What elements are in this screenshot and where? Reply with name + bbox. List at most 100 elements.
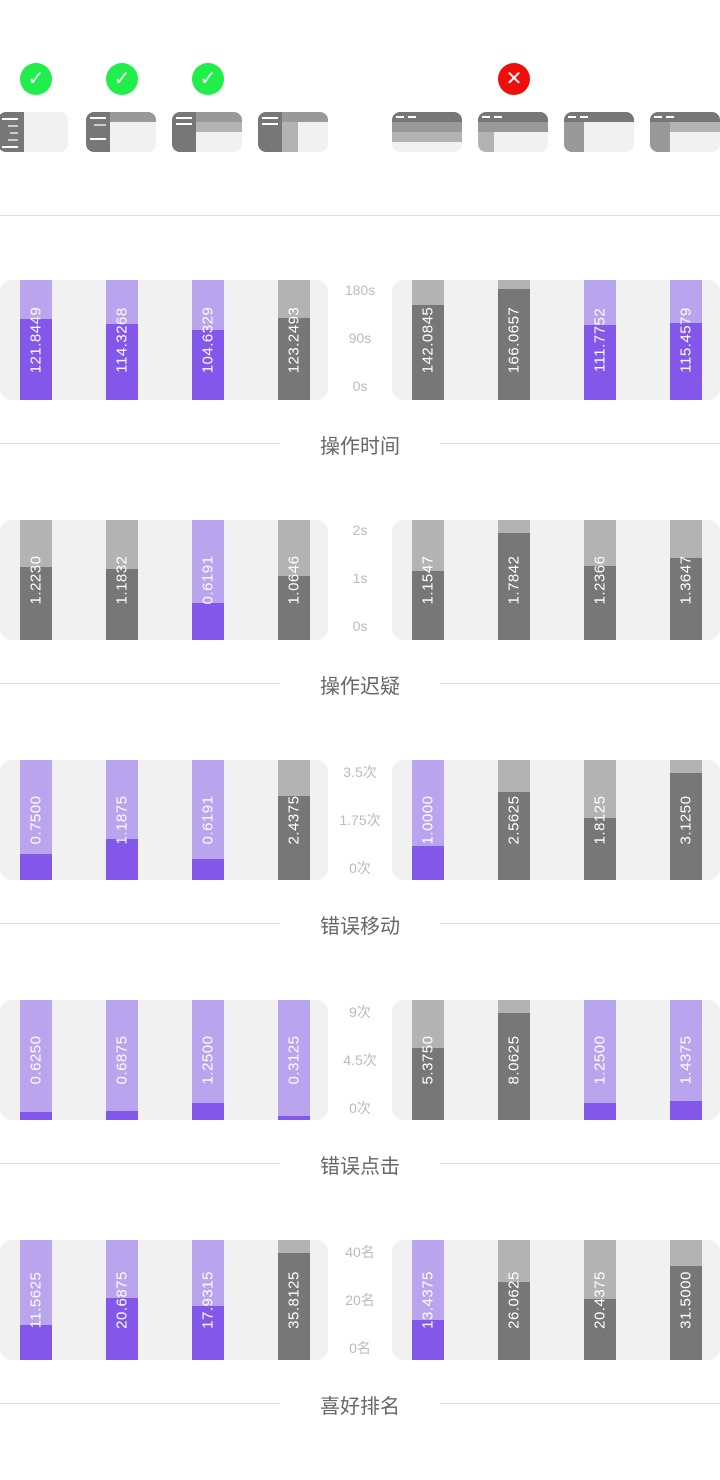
bar-label: 35.8125	[278, 1240, 310, 1360]
bar-value: 0.7500	[27, 795, 45, 845]
check-icon: ✓	[192, 63, 224, 95]
bar-label: 166.0657	[498, 280, 530, 400]
bar-label: 26.0625	[498, 1240, 530, 1360]
bar-label: 1.2230	[20, 520, 52, 640]
bar-fill	[20, 1111, 52, 1120]
bar-value: 114.3268	[113, 307, 131, 373]
bar-label: 1.1875	[106, 760, 138, 880]
bar-value: 166.0657	[505, 306, 523, 374]
chart-panel	[392, 1240, 720, 1360]
divider	[440, 1163, 720, 1164]
bar: 121.8449	[20, 280, 52, 400]
bar: 35.8125	[278, 1240, 310, 1360]
bar: 1.7842	[498, 520, 530, 640]
bar-value: 115.4579	[677, 307, 695, 373]
bar-label: 1.2500	[192, 1000, 224, 1120]
divider	[0, 923, 280, 924]
bar: 1.8125	[584, 760, 616, 880]
bar-label: 1.8125	[584, 760, 616, 880]
bar-label: 0.6191	[192, 520, 224, 640]
bar: 0.3125	[278, 1000, 310, 1120]
bar: 114.3268	[106, 280, 138, 400]
bar-fill	[670, 558, 702, 640]
bar-fill	[412, 570, 444, 640]
bar: 11.5625	[20, 1240, 52, 1360]
chart-panel	[0, 520, 328, 640]
chart-title: 操作迟疑	[320, 676, 400, 698]
bar-fill	[412, 305, 444, 400]
bar-value: 142.0845	[419, 306, 437, 374]
bar-value: 0.6191	[199, 555, 217, 605]
bar: 142.0845	[412, 280, 444, 400]
bar-fill	[412, 845, 444, 880]
divider	[0, 215, 720, 216]
bar: 1.0000	[412, 760, 444, 880]
check-icon: ✓	[20, 63, 52, 95]
bar-label: 1.1547	[412, 520, 444, 640]
bar-fill	[20, 318, 52, 400]
bar-fill	[278, 1252, 310, 1360]
bar-label: 123.2493	[278, 280, 310, 400]
bar-fill	[498, 289, 530, 400]
bar-value: 121.8449	[27, 306, 45, 374]
bar-fill	[670, 1265, 702, 1360]
bar: 1.2500	[584, 1000, 616, 1120]
bar: 1.4375	[670, 1000, 702, 1120]
bar-value: 0.6191	[199, 795, 217, 845]
bar-label: 1.4375	[670, 1000, 702, 1120]
bar: 104.6329	[192, 280, 224, 400]
bar-fill	[584, 1298, 616, 1360]
bar-fill	[278, 1115, 310, 1120]
bar-label: 3.1250	[670, 760, 702, 880]
layout-thumb-4	[258, 112, 328, 152]
bar-label: 0.6191	[192, 760, 224, 880]
chart-panel	[392, 760, 720, 880]
divider	[440, 923, 720, 924]
bar-label: 114.3268	[106, 280, 138, 400]
bar-fill	[584, 1103, 616, 1120]
bar: 2.5625	[498, 760, 530, 880]
layout-thumb-3	[172, 112, 242, 152]
bar-value: 1.4375	[677, 1035, 695, 1085]
divider	[440, 1403, 720, 1404]
bar-label: 115.4579	[670, 280, 702, 400]
axis-tick-label: 0s	[352, 378, 368, 394]
bar-fill	[584, 565, 616, 640]
bar-fill	[106, 1297, 138, 1360]
chart-panel	[0, 280, 328, 400]
layout-thumb-8	[650, 112, 720, 152]
bar-value: 3.1250	[677, 795, 695, 845]
layout-thumb-1	[0, 112, 68, 152]
bar-label: 142.0845	[412, 280, 444, 400]
bar-value: 111.7752	[591, 307, 609, 373]
bar-fill	[498, 792, 530, 880]
bar: 1.2230	[20, 520, 52, 640]
bar-value: 104.6329	[199, 306, 217, 374]
bar-value: 1.2366	[591, 555, 609, 605]
bar: 0.6875	[106, 1000, 138, 1120]
bar: 166.0657	[498, 280, 530, 400]
bar-fill	[106, 323, 138, 400]
axis-tick-label: 40名	[345, 1244, 375, 1260]
bar: 115.4579	[670, 280, 702, 400]
axis-tick-label: 0s	[352, 618, 368, 634]
bar: 0.6250	[20, 1000, 52, 1120]
bar: 20.4375	[584, 1240, 616, 1360]
divider	[440, 443, 720, 444]
chart-title: 喜好排名	[320, 1396, 400, 1418]
bar-value: 1.2230	[27, 555, 45, 605]
bar-value: 1.1875	[113, 795, 131, 845]
layout-thumb-7	[564, 112, 634, 152]
bar-label: 1.0000	[412, 760, 444, 880]
bar-value: 35.8125	[285, 1271, 303, 1329]
bar-value: 0.6250	[27, 1035, 45, 1085]
bar: 0.7500	[20, 760, 52, 880]
layout-thumb-2	[86, 112, 156, 152]
axis-tick-label: 9次	[349, 1004, 371, 1020]
bar-label: 0.7500	[20, 760, 52, 880]
bar-fill	[20, 1325, 52, 1360]
bar-label: 0.6250	[20, 1000, 52, 1120]
axis-tick-label: 1s	[352, 570, 368, 586]
chart-panel	[0, 760, 328, 880]
axis-tick-label: 0名	[349, 1340, 371, 1356]
